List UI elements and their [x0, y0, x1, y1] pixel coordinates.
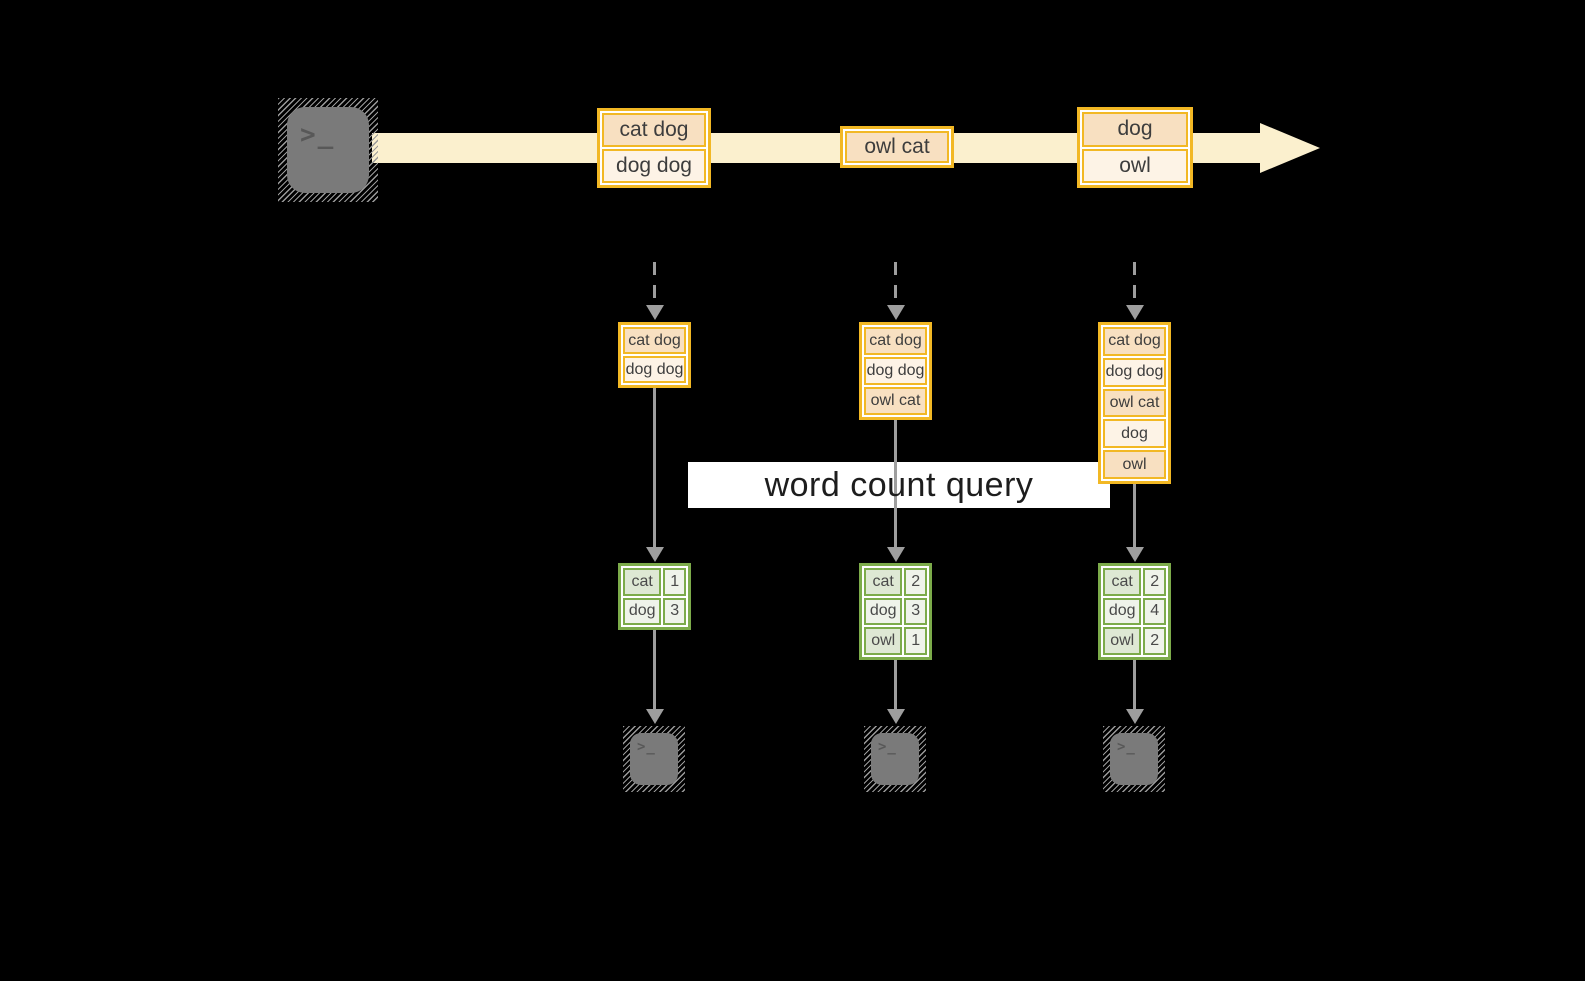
word-cell: cat [864, 568, 903, 596]
count-cell: 2 [1143, 627, 1166, 655]
log-stack: cat dog dog dog [618, 322, 691, 388]
log-cell: dog dog [1103, 357, 1166, 387]
word-cell: cat [623, 568, 662, 596]
log-cell: owl cat [1103, 388, 1166, 418]
count-cell: 1 [904, 627, 927, 655]
count-cell: 3 [663, 597, 686, 625]
log-stack: cat dog dog dog owl cat [859, 322, 932, 420]
terminal-prompt-icon: >_ [1117, 739, 1136, 755]
output-terminal-icon: >_ [1103, 726, 1165, 792]
log-cell: dog [1103, 419, 1166, 449]
record-cell: dog [1082, 112, 1188, 147]
count-cell: 2 [1143, 568, 1166, 596]
record-cell: dog dog [602, 149, 706, 183]
ingest-arrow [886, 262, 905, 320]
log-cell: dog dog [864, 357, 927, 385]
terminal-prompt-icon: >_ [878, 739, 897, 755]
log-cell: owl cat [864, 387, 927, 415]
output-arrow [645, 630, 664, 724]
count-cell: 3 [904, 597, 927, 626]
count-table: cat 1 dog 3 [618, 563, 691, 630]
log-cell: cat dog [1103, 327, 1166, 356]
stream-record: dog owl [1077, 107, 1193, 188]
terminal-prompt-icon: >_ [300, 120, 336, 150]
log-cell: owl [1103, 450, 1166, 479]
output-arrow [886, 660, 905, 724]
log-stack: cat dog dog dog owl cat dog owl [1098, 322, 1171, 484]
record-cell: owl cat [845, 131, 949, 163]
log-cell: cat dog [864, 327, 927, 355]
log-cell: dog dog [623, 356, 686, 383]
stream-record: owl cat [840, 126, 954, 168]
word-cell: cat [1103, 568, 1142, 596]
record-cell: owl [1082, 148, 1188, 183]
query-arrow [886, 420, 905, 562]
count-cell: 1 [663, 568, 686, 596]
word-cell: owl [1103, 627, 1142, 655]
word-cell: dog [1103, 597, 1142, 626]
word-cell: dog [623, 597, 662, 625]
count-table: cat 2 dog 3 owl 1 [859, 563, 932, 660]
query-label-band [688, 462, 1110, 508]
source-terminal-icon: >_ [278, 98, 378, 202]
terminal-screen [871, 733, 919, 785]
output-terminal-icon: >_ [864, 726, 926, 792]
query-label: word count query [764, 465, 1034, 504]
query-arrow [645, 388, 664, 562]
terminal-prompt-icon: >_ [637, 739, 656, 755]
word-cell: owl [864, 627, 903, 655]
record-cell: cat dog [602, 113, 706, 147]
terminal-screen [1110, 733, 1158, 785]
stream-arrowhead-icon [1260, 123, 1320, 173]
ingest-arrow [645, 262, 664, 320]
query-arrow [1125, 484, 1144, 562]
count-table: cat 2 dog 4 owl 2 [1098, 563, 1171, 660]
word-cell: dog [864, 597, 903, 626]
log-cell: cat dog [623, 327, 686, 354]
stream-record: cat dog dog dog [597, 108, 711, 188]
terminal-screen [630, 733, 678, 785]
ingest-arrow [1125, 262, 1144, 320]
count-cell: 2 [904, 568, 927, 596]
terminal-screen [287, 107, 369, 193]
output-terminal-icon: >_ [623, 726, 685, 792]
count-cell: 4 [1143, 597, 1166, 626]
output-arrow [1125, 660, 1144, 724]
